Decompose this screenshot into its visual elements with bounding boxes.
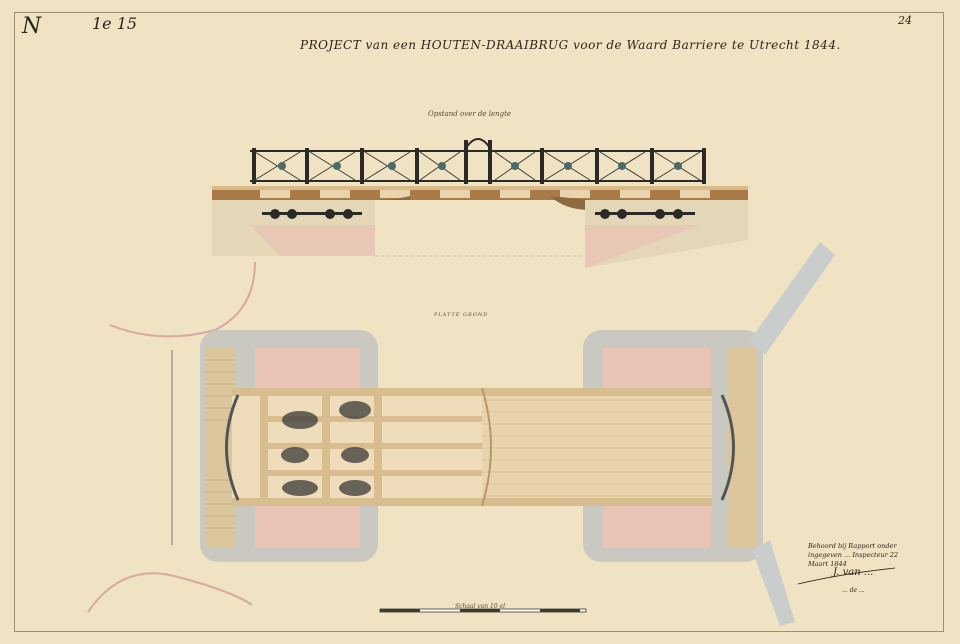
number-mark: N [22,14,42,39]
quay-curve-left [225,394,240,501]
road-diagonal-top [750,242,835,355]
railing-crown [465,138,491,149]
road-diagonal-bottom [752,540,795,626]
deck-blocks [260,190,710,198]
approval-note: Behoord bij Rapport onder ingegeven ... … [808,542,899,568]
arc-bottom-left [87,572,253,613]
bridge-plan [200,242,835,626]
railing-top-rail [250,150,706,152]
masonry-right [585,225,700,268]
planking-lines [482,399,712,497]
corner-number: 24 [898,14,912,27]
sheet-border [14,12,944,632]
masonry-left [250,225,375,256]
signature-flourish [797,567,896,585]
plan-caption: PLATTE GROND [434,312,489,318]
brick-lines-left [205,359,235,529]
drawing-title: PROJECT van een HOUTEN-DRAAIBRUG voor de… [300,38,841,52]
arc-top-left [109,261,256,338]
bridge-elevation [212,138,748,268]
signature-subtitle: ... de ... [842,587,865,594]
railing-rosettes [278,162,682,170]
railing-bottom-rail [250,180,706,182]
turntable-rollers [281,401,371,496]
railing-lattice [254,151,701,181]
scale-caption: Schaal van 10 el [455,603,506,610]
railing-posts [252,140,706,184]
sheet-number: 1e 15 [92,14,138,33]
signature: J. van ... [833,567,874,578]
quay-curve-right [720,394,735,501]
brickwork-left [205,348,235,548]
plan-deck-planking [482,388,712,506]
elevation-caption: Opstand over de lengte [428,110,512,118]
plan-beams [232,388,712,506]
scale-bar [379,608,587,613]
